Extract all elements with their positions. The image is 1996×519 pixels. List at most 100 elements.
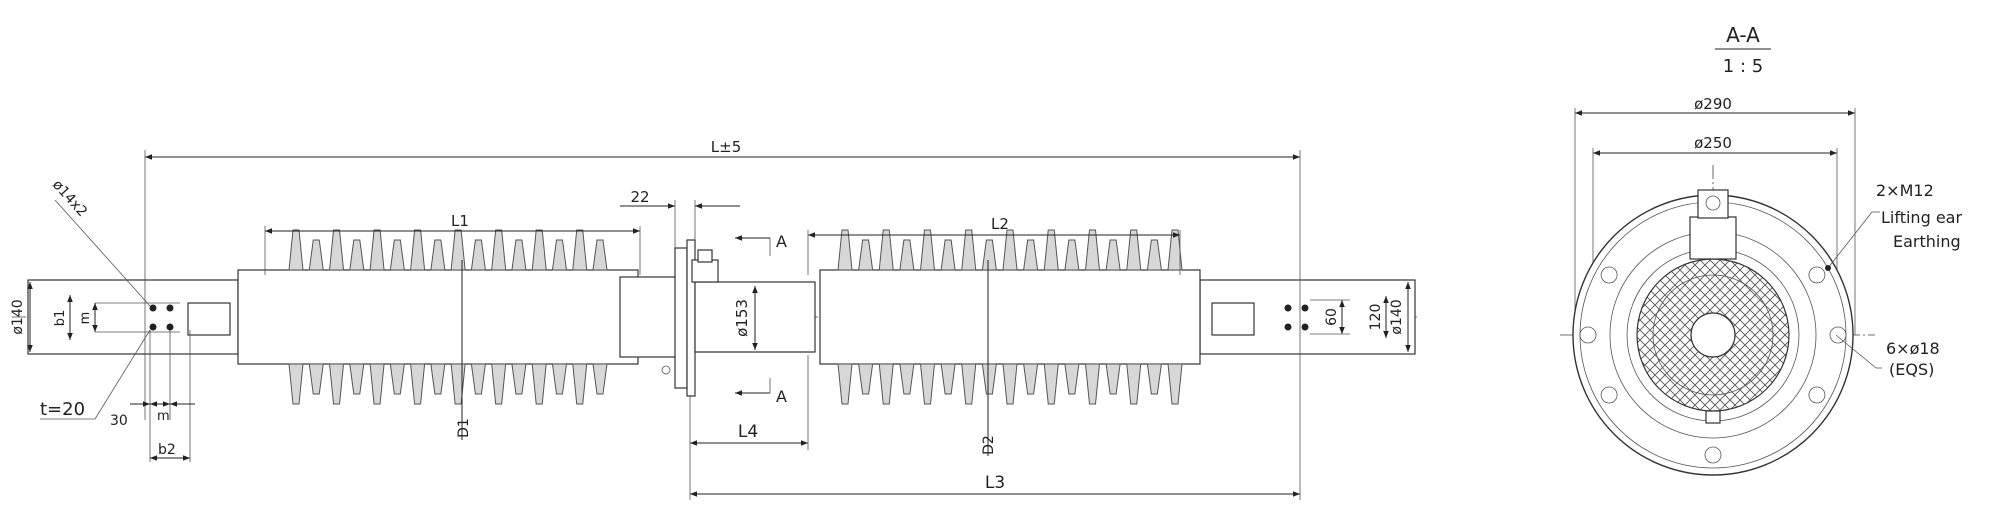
insulator-shed — [1023, 239, 1039, 271]
flange-gap-label: 22 — [630, 188, 649, 206]
earthing-terminal — [691, 259, 719, 283]
insulator-shed — [531, 229, 547, 271]
terminal-hole — [166, 304, 174, 312]
dia-mid-label: ø153 — [733, 299, 751, 337]
terminal-hole — [1301, 304, 1309, 312]
insulator-shed — [491, 363, 507, 405]
insulator-shed — [878, 363, 894, 405]
insulator-shed — [981, 239, 997, 271]
insulator-shed — [1167, 363, 1183, 405]
insulator-shed — [961, 363, 977, 405]
insulator-shed — [328, 229, 345, 271]
hole-dia-label: ø14x2 — [49, 177, 90, 220]
bolt-hole — [1808, 386, 1826, 404]
lifting-ear — [1697, 189, 1729, 219]
right-terminal-fitting — [1211, 302, 1255, 336]
insulator-shed — [1146, 239, 1162, 271]
right-insulator-sheds — [837, 229, 1183, 405]
insulator-shed — [572, 363, 588, 405]
insulator-shed — [369, 363, 385, 405]
thread-label: 2×M12 — [1876, 181, 1934, 200]
dim-30-label: 30 — [110, 413, 128, 429]
insulator-shed — [491, 229, 507, 271]
insulator-shed — [308, 239, 324, 271]
terminal-hole — [1301, 323, 1309, 331]
insulator-shed — [470, 239, 486, 271]
bolt-hole — [1704, 446, 1722, 464]
insulator-shed — [531, 363, 547, 405]
earthing-bolt — [697, 249, 713, 263]
insulator-shed — [940, 239, 956, 271]
insulator-shed — [919, 363, 936, 405]
insulator-shed — [981, 363, 997, 395]
section-title: A-A — [1726, 23, 1760, 47]
bottom-lug — [1705, 410, 1721, 424]
insulator-shed — [430, 239, 446, 271]
insulator-shed — [899, 239, 915, 271]
earthing-label: Earthing — [1893, 232, 1961, 251]
insulator-shed — [1043, 229, 1059, 271]
l2-label: L2 — [991, 215, 1009, 233]
section-mark-bottom: A — [776, 387, 787, 406]
dia-right-label: ø140 — [1389, 299, 1405, 334]
bushing-side-view — [12, 229, 1420, 405]
l4-label: L4 — [738, 422, 758, 442]
insulator-shed — [1064, 363, 1080, 395]
insulator-shed — [1064, 239, 1080, 271]
d1-label: D1 — [456, 418, 472, 438]
section-view-a-a: A-A 1 : 5 ø290 ø250 2× — [1560, 23, 1962, 476]
insulator-shed — [551, 363, 568, 395]
m-vertical-label: m — [78, 312, 93, 325]
insulator-shed — [1105, 363, 1121, 395]
dia-outer-label: ø290 — [1694, 95, 1732, 113]
eqs-label: (EQS) — [1889, 360, 1934, 379]
b2-label: b2 — [158, 442, 176, 458]
insulator-shed — [592, 363, 608, 395]
insulator-shed — [1084, 363, 1101, 405]
insulator-shed — [389, 363, 405, 395]
section-mark-top: A — [776, 232, 787, 251]
insulator-shed — [1126, 229, 1142, 271]
insulator-shed — [858, 363, 874, 395]
insulator-shed — [1105, 239, 1121, 271]
insulator-shed — [1023, 363, 1039, 395]
insulator-shed — [919, 229, 936, 271]
insulator-shed — [837, 229, 853, 271]
holes-label: 6×ø18 — [1886, 339, 1940, 358]
insulator-shed — [349, 239, 365, 271]
insulator-shed — [1084, 229, 1101, 271]
insulator-shed — [1126, 363, 1142, 405]
l1-label: L1 — [451, 212, 469, 230]
insulator-shed — [349, 363, 365, 395]
insulator-shed — [1043, 363, 1059, 405]
terminal-hole — [149, 304, 157, 312]
left-insulator-core — [237, 269, 639, 365]
insulator-shed — [1167, 229, 1183, 271]
insulator-shed — [450, 363, 466, 405]
overall-length-label: L±5 — [711, 138, 741, 156]
left-insulator-sheds — [288, 229, 608, 405]
insulator-shed — [551, 239, 568, 271]
thickness-label: t=20 — [40, 399, 85, 420]
insulator-shed — [878, 229, 894, 271]
bolt-hole — [1829, 326, 1847, 344]
bolt-hole — [1600, 386, 1618, 404]
dia-inner-label: ø250 — [1694, 134, 1732, 152]
insulator-shed — [511, 363, 527, 395]
left-terminal-fitting — [187, 302, 231, 336]
insulator-shed — [288, 229, 304, 271]
insulator-shed — [430, 363, 446, 395]
insulator-shed — [470, 363, 486, 395]
insulator-shed — [572, 229, 588, 271]
flange-left-plate — [674, 247, 688, 389]
terminal-hole — [166, 323, 174, 331]
earthing-block — [1689, 216, 1737, 260]
bolt-hole — [1579, 326, 1597, 344]
insulator-shed — [410, 363, 426, 405]
insulator-shed — [837, 363, 853, 405]
insulator-shed — [308, 363, 324, 395]
insulator-shed — [1002, 363, 1018, 405]
core-inner-ring — [1652, 274, 1774, 396]
dia-left-label: ø140 — [10, 299, 26, 334]
